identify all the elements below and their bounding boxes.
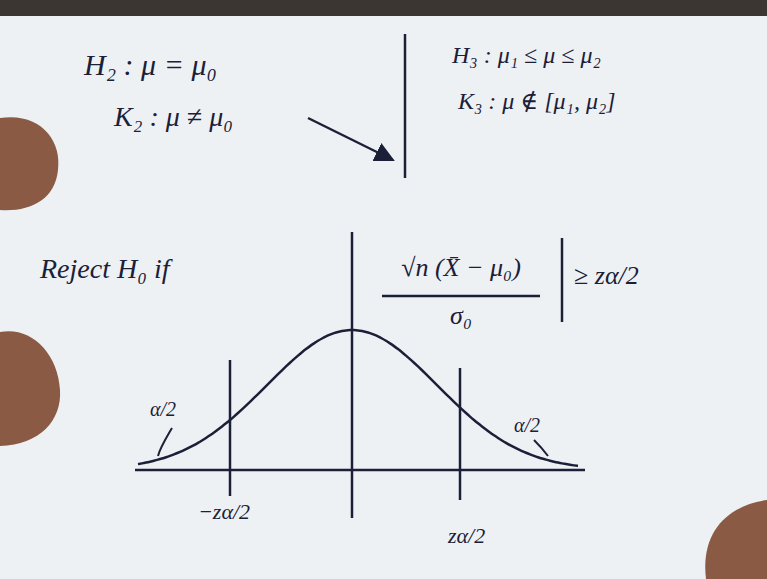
alternative-hypothesis: K₂ : μ ≠ μ₀ bbox=[114, 102, 233, 133]
pointer-arrow bbox=[308, 118, 393, 160]
null-hypothesis: H₂ : μ = μ₀ bbox=[84, 48, 217, 81]
leader-line bbox=[158, 428, 172, 456]
null-hypothesis: H₃ : μ₁ ≤ μ ≤ μ₂ bbox=[452, 42, 601, 68]
alternative-hypothesis: K₃ : μ ∉ [μ₁, μ₂] bbox=[458, 88, 616, 114]
abs-bar-and-axis bbox=[351, 232, 354, 518]
hand bbox=[705, 500, 767, 579]
fraction-bar bbox=[382, 295, 540, 298]
desk-edge bbox=[0, 0, 767, 16]
x-axis bbox=[135, 469, 585, 472]
denominator: σ₀ bbox=[450, 302, 472, 331]
tail-area: α/2 bbox=[150, 398, 176, 420]
axis-tick-label: zα/2 bbox=[448, 524, 485, 548]
leader-line bbox=[534, 440, 548, 456]
critical-value: ≥ zα/2 bbox=[574, 262, 639, 291]
numerator: √n (X̄ − μ₀) bbox=[401, 254, 521, 283]
tail-area: α/2 bbox=[514, 414, 540, 436]
rule-text: Reject H₀ if bbox=[40, 254, 169, 285]
hand bbox=[0, 331, 60, 446]
divider-line bbox=[404, 34, 407, 178]
abs-bar bbox=[561, 238, 564, 322]
axis-tick-label: −zα/2 bbox=[198, 500, 250, 524]
hand bbox=[0, 117, 58, 210]
critical-line bbox=[229, 360, 232, 496]
normal-density-curve bbox=[138, 330, 578, 466]
critical-line bbox=[459, 368, 462, 500]
